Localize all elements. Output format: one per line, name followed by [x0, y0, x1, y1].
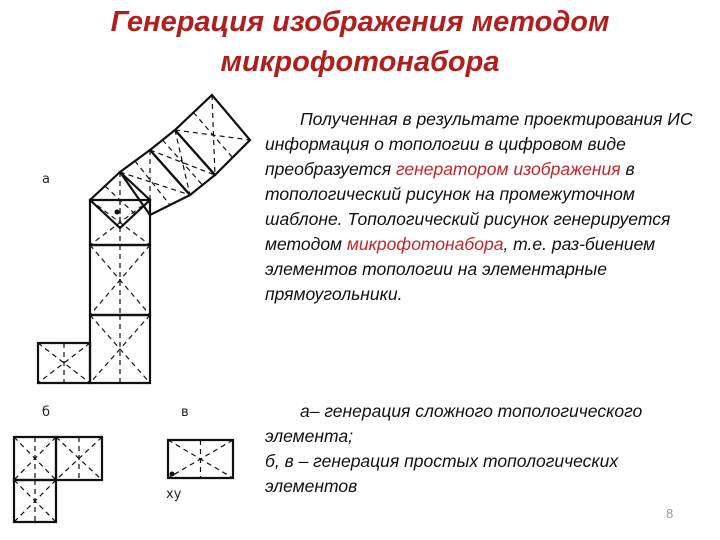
- figure-a-complex-element: [36, 93, 252, 385]
- caption-line-3: б, в – генерация простых топологических: [265, 451, 619, 471]
- fig-a-cell-diagonal: [149, 149, 216, 176]
- fig-a-origin-dot: [114, 209, 120, 215]
- fig-a-cell-diagonal: [174, 129, 191, 196]
- figure-label-b: б: [42, 405, 51, 420]
- figure-label-a: а: [42, 172, 50, 187]
- figure-label-xy: xy: [166, 487, 182, 502]
- fig-a-cell-midline: [134, 160, 171, 206]
- slide-title: Генерация изображения методом микрофотон…: [60, 2, 660, 82]
- caption-line-2: элемента;: [265, 426, 353, 446]
- figure-caption: а– генерация сложного топологического эл…: [265, 399, 710, 499]
- para-text-3: , т.е. раз-биением элементов топологии н…: [265, 234, 656, 304]
- para-text-2: в топологический рисунок на промежуточно…: [265, 159, 671, 254]
- figure-v-simple-element: [166, 438, 235, 480]
- figure-b-simple-element: [12, 435, 104, 524]
- fig-a-cell-diagonal: [89, 244, 151, 316]
- fig-v-origin-dot: [169, 471, 175, 477]
- fig-a-cell-midline: [162, 139, 203, 186]
- title-line-1: Генерация изображения методом: [110, 6, 610, 38]
- highlight-image-generator: генератором изображения: [395, 159, 621, 179]
- caption-line-1: а– генерация сложного топологического: [300, 401, 643, 421]
- fig-a-cell-diagonal: [119, 171, 191, 196]
- figure-label-v: в: [181, 405, 189, 420]
- fig-a-cell-diagonal: [37, 342, 91, 384]
- fig-a-cell-midline: [104, 185, 136, 215]
- page-number: 8: [666, 506, 674, 521]
- fig-a-cell-diagonal: [37, 342, 91, 384]
- fig-a-cell-midline: [193, 112, 233, 158]
- fig-b-cell: [54, 435, 104, 482]
- description-paragraph: Полученная в результате проектирования И…: [265, 107, 710, 307]
- highlight-microphotoset: микрофотонабора: [346, 234, 504, 254]
- title-line-2: микрофотонабора: [220, 46, 500, 78]
- caption-line-4: элементов: [265, 476, 358, 496]
- para-text-1: Полученная в результате проектирования И…: [265, 109, 693, 179]
- fig-a-cell-diagonal: [89, 314, 151, 384]
- fig-b-cell: [12, 478, 58, 524]
